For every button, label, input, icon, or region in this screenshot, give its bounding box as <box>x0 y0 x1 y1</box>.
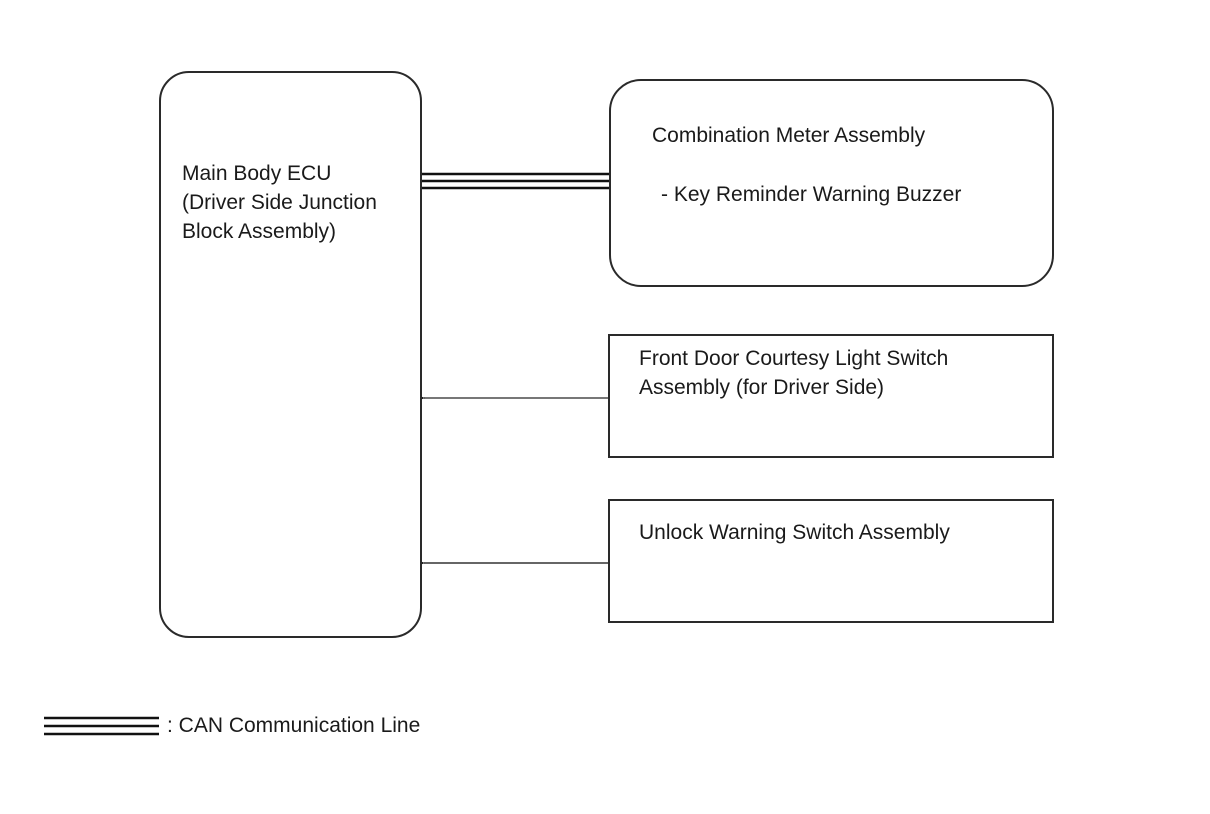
main-body-ecu-block: Main Body ECU (Driver Side Junction Bloc… <box>159 71 422 638</box>
unlock-warning-switch-label: Unlock Warning Switch Assembly <box>639 521 950 544</box>
unlock-warning-switch-block: Unlock Warning Switch Assembly <box>608 499 1054 623</box>
combination-meter-block: Combination Meter Assembly - Key Reminde… <box>609 79 1054 287</box>
legend-can-symbol <box>44 716 159 736</box>
main-body-ecu-label: Main Body ECU (Driver Side Junction Bloc… <box>182 162 377 243</box>
front-door-courtesy-switch-block: Front Door Courtesy Light Switch Assembl… <box>608 334 1054 458</box>
can-line-ecu-meter <box>422 172 609 190</box>
front-door-courtesy-switch-label: Front Door Courtesy Light Switch Assembl… <box>639 347 949 399</box>
key-reminder-buzzer-label: - Key Reminder Warning Buzzer <box>661 183 962 206</box>
legend-can-label: : CAN Communication Line <box>167 714 421 737</box>
combination-meter-label: Combination Meter Assembly <box>652 124 926 147</box>
